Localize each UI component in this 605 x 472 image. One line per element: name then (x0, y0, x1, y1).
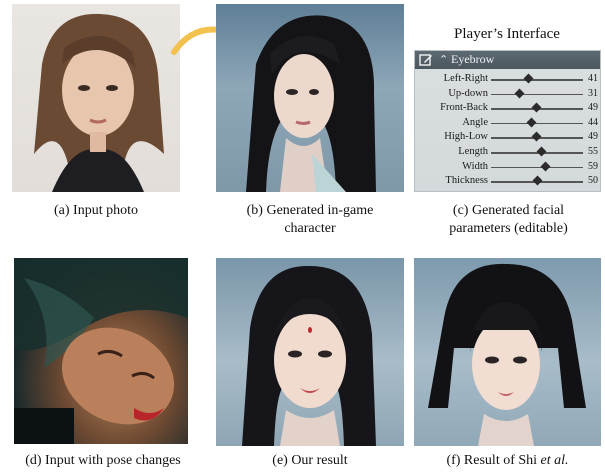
caption-c: (c) Generated facial parameters (editabl… (412, 202, 605, 238)
input-photo (12, 4, 180, 192)
caption-c-line1: (c) Generated facial (452, 203, 565, 218)
parameter-value: 49 (588, 102, 598, 114)
parameter-value: 55 (588, 146, 598, 157)
parameter-row: Left-Right 41 (415, 72, 602, 86)
interface-title: Player’s Interface (454, 26, 560, 42)
parameter-slider-handle[interactable] (531, 102, 542, 113)
parameter-value: 41 (588, 73, 598, 84)
parameter-name: Angle (462, 116, 488, 128)
parameter-name: Width (462, 160, 488, 172)
parameter-row: Width 59 (415, 160, 602, 174)
parameter-header: ⌃ Eyebrow (415, 51, 600, 69)
parameter-name: Front-Back (440, 102, 488, 114)
parameter-name: High-Low (444, 131, 488, 143)
generated-character-image (216, 4, 404, 192)
parameter-slider-handle[interactable] (514, 88, 525, 99)
parameter-value: 44 (588, 116, 598, 128)
parameter-slider-track[interactable] (491, 93, 583, 96)
parameter-slider-handle[interactable] (532, 175, 542, 186)
parameter-name: Length (458, 146, 488, 157)
pose-change-photo (14, 258, 188, 444)
parameter-slider-handle[interactable] (536, 146, 547, 157)
our-result-image (216, 258, 404, 446)
parameter-slider-handle[interactable] (526, 117, 537, 128)
parameter-row: Length 55 (415, 145, 602, 159)
parameter-group-label: Eyebrow (451, 52, 495, 66)
parameter-name: Up-down (448, 87, 488, 99)
parameter-value: 50 (588, 175, 598, 187)
caption-b-line2: character (284, 221, 336, 236)
parameter-row: Thickness 50 (415, 174, 602, 188)
parameter-row: Front-Back 49 (415, 101, 602, 115)
parameter-slider-handle[interactable] (531, 131, 542, 142)
caption-b-line1: (b) Generated in-game (246, 203, 374, 218)
caption-f: (f) Result of Shi et al. (410, 452, 605, 470)
parameter-name: Left-Right (443, 73, 488, 84)
caption-d: (d) Input with pose changes (25, 453, 181, 468)
caption-c-line2: parameters (editable) (449, 221, 568, 236)
parameter-value: 49 (588, 131, 598, 143)
parameter-slider-track[interactable] (491, 122, 583, 125)
chevron-up-icon[interactable]: ⌃ (439, 54, 449, 66)
caption-a: (a) Input photo (54, 203, 138, 218)
parameter-slider-track[interactable] (491, 166, 583, 169)
parameter-slider-handle[interactable] (540, 161, 551, 172)
parameter-value: 59 (588, 160, 598, 172)
parameter-row: Up-down 31 (415, 87, 602, 101)
caption-f-prefix: (f) Result of Shi (446, 453, 541, 468)
parameter-name: Thickness (445, 175, 488, 187)
comparison-result-image (414, 258, 601, 446)
parameter-row: High-Low 49 (415, 130, 602, 144)
parameter-slider-track[interactable] (491, 79, 583, 81)
parameter-row: Angle 44 (415, 116, 602, 130)
caption-f-italic: et al. (540, 453, 569, 468)
caption-e: (e) Our result (272, 453, 348, 468)
caption-b: (b) Generated in-game character (208, 202, 412, 238)
parameter-value: 31 (588, 87, 598, 99)
edit-icon[interactable] (419, 53, 433, 67)
parameter-slider-handle[interactable] (523, 73, 534, 84)
